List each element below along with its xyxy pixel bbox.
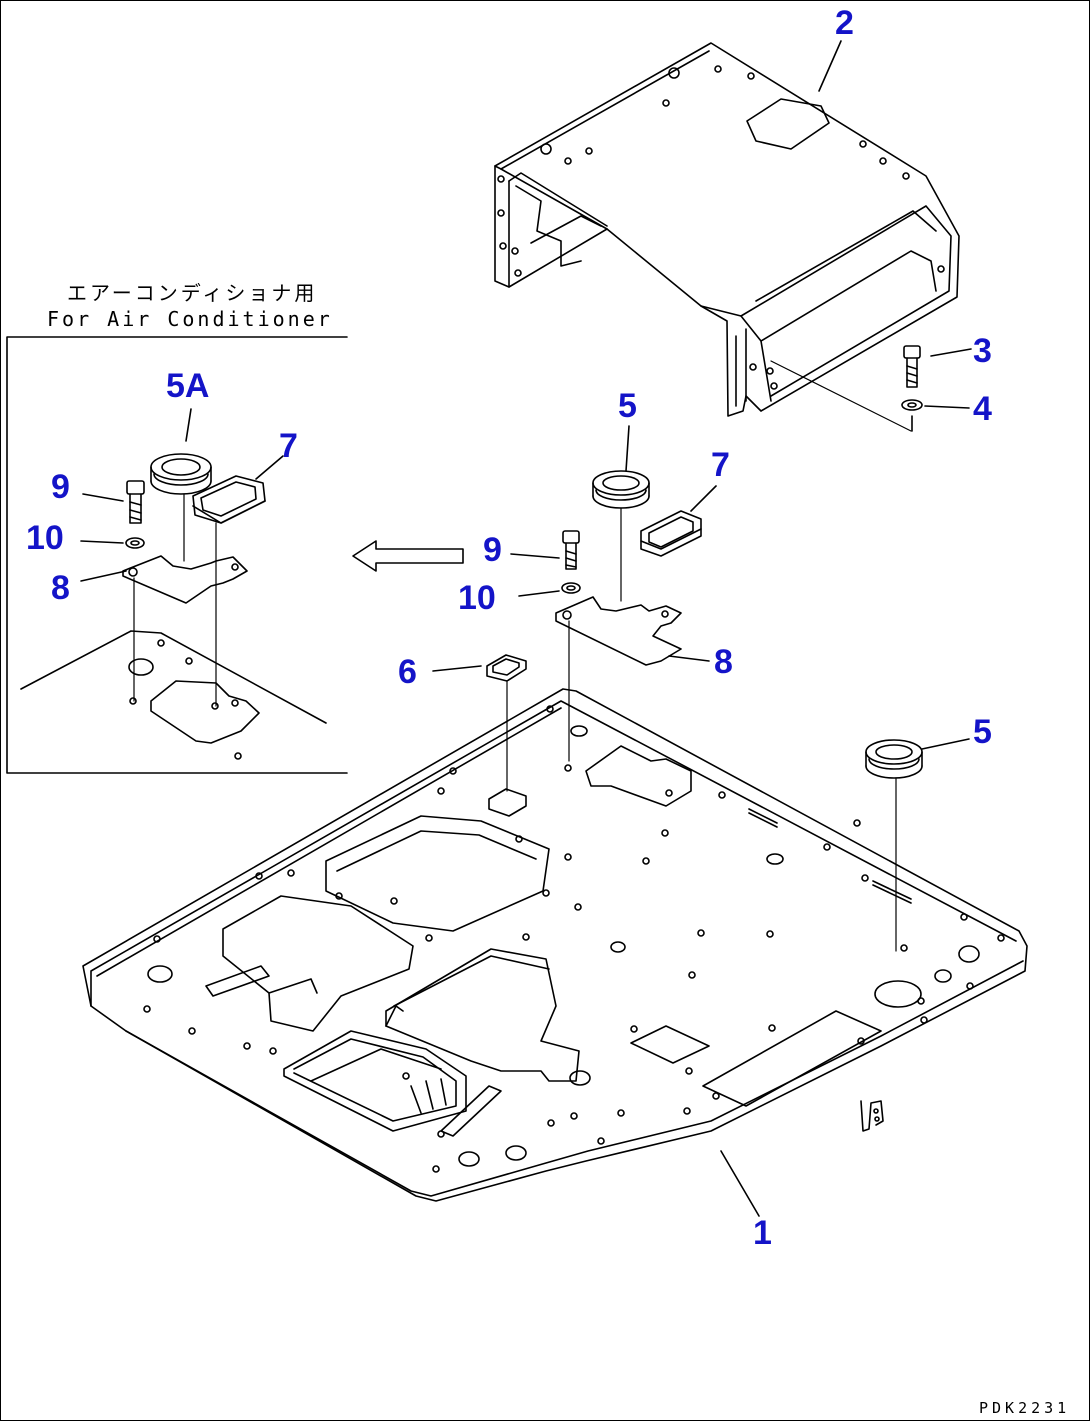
inset-plate-8 <box>122 555 248 604</box>
callout-3: 3 <box>973 332 992 370</box>
part-grommet-7-center <box>640 510 702 557</box>
inset-washer-10 <box>125 537 145 549</box>
part-grommet-5-right <box>865 739 923 779</box>
part-washer-4 <box>901 399 923 411</box>
callout-1: 1 <box>753 1214 772 1252</box>
part-plate-8-center <box>555 596 682 666</box>
view-arrow <box>352 540 464 572</box>
inset-callout-5a: 5A <box>166 367 210 405</box>
inset-frame <box>6 336 348 774</box>
callout-10: 10 <box>458 579 496 617</box>
inset-grommet-7 <box>192 475 266 524</box>
inset-caption-japanese: エアーコンディショナ用 <box>67 281 318 305</box>
inset-caption-english: For Air Conditioner <box>47 307 333 331</box>
callout-5-center: 5 <box>618 387 637 425</box>
inset-callout-7: 7 <box>279 427 298 465</box>
callout-9: 9 <box>483 531 502 569</box>
inset-callout-10: 10 <box>26 519 64 557</box>
drawing-code: PDK2231 <box>979 1399 1071 1417</box>
callout-8: 8 <box>714 643 733 681</box>
part-cover <box>494 42 960 417</box>
inset-floor-section <box>20 630 327 760</box>
part-grommet-5-center <box>592 470 650 509</box>
inset-callout-8: 8 <box>51 569 70 607</box>
part-washer-10-center <box>561 582 581 594</box>
inset-callout-9: 9 <box>51 468 70 506</box>
part-pad-6 <box>486 654 527 682</box>
part-floor-plate <box>82 688 1028 1202</box>
callout-5-right: 5 <box>973 713 992 751</box>
inset-grommet-5a <box>150 453 212 495</box>
part-bolt-3 <box>903 345 921 388</box>
callout-4: 4 <box>973 390 992 428</box>
callout-7: 7 <box>711 446 730 484</box>
part-bolt-9-center <box>562 530 580 570</box>
callout-2: 2 <box>835 4 854 42</box>
callout-6: 6 <box>398 653 417 691</box>
inset-bolt-9 <box>126 480 145 524</box>
